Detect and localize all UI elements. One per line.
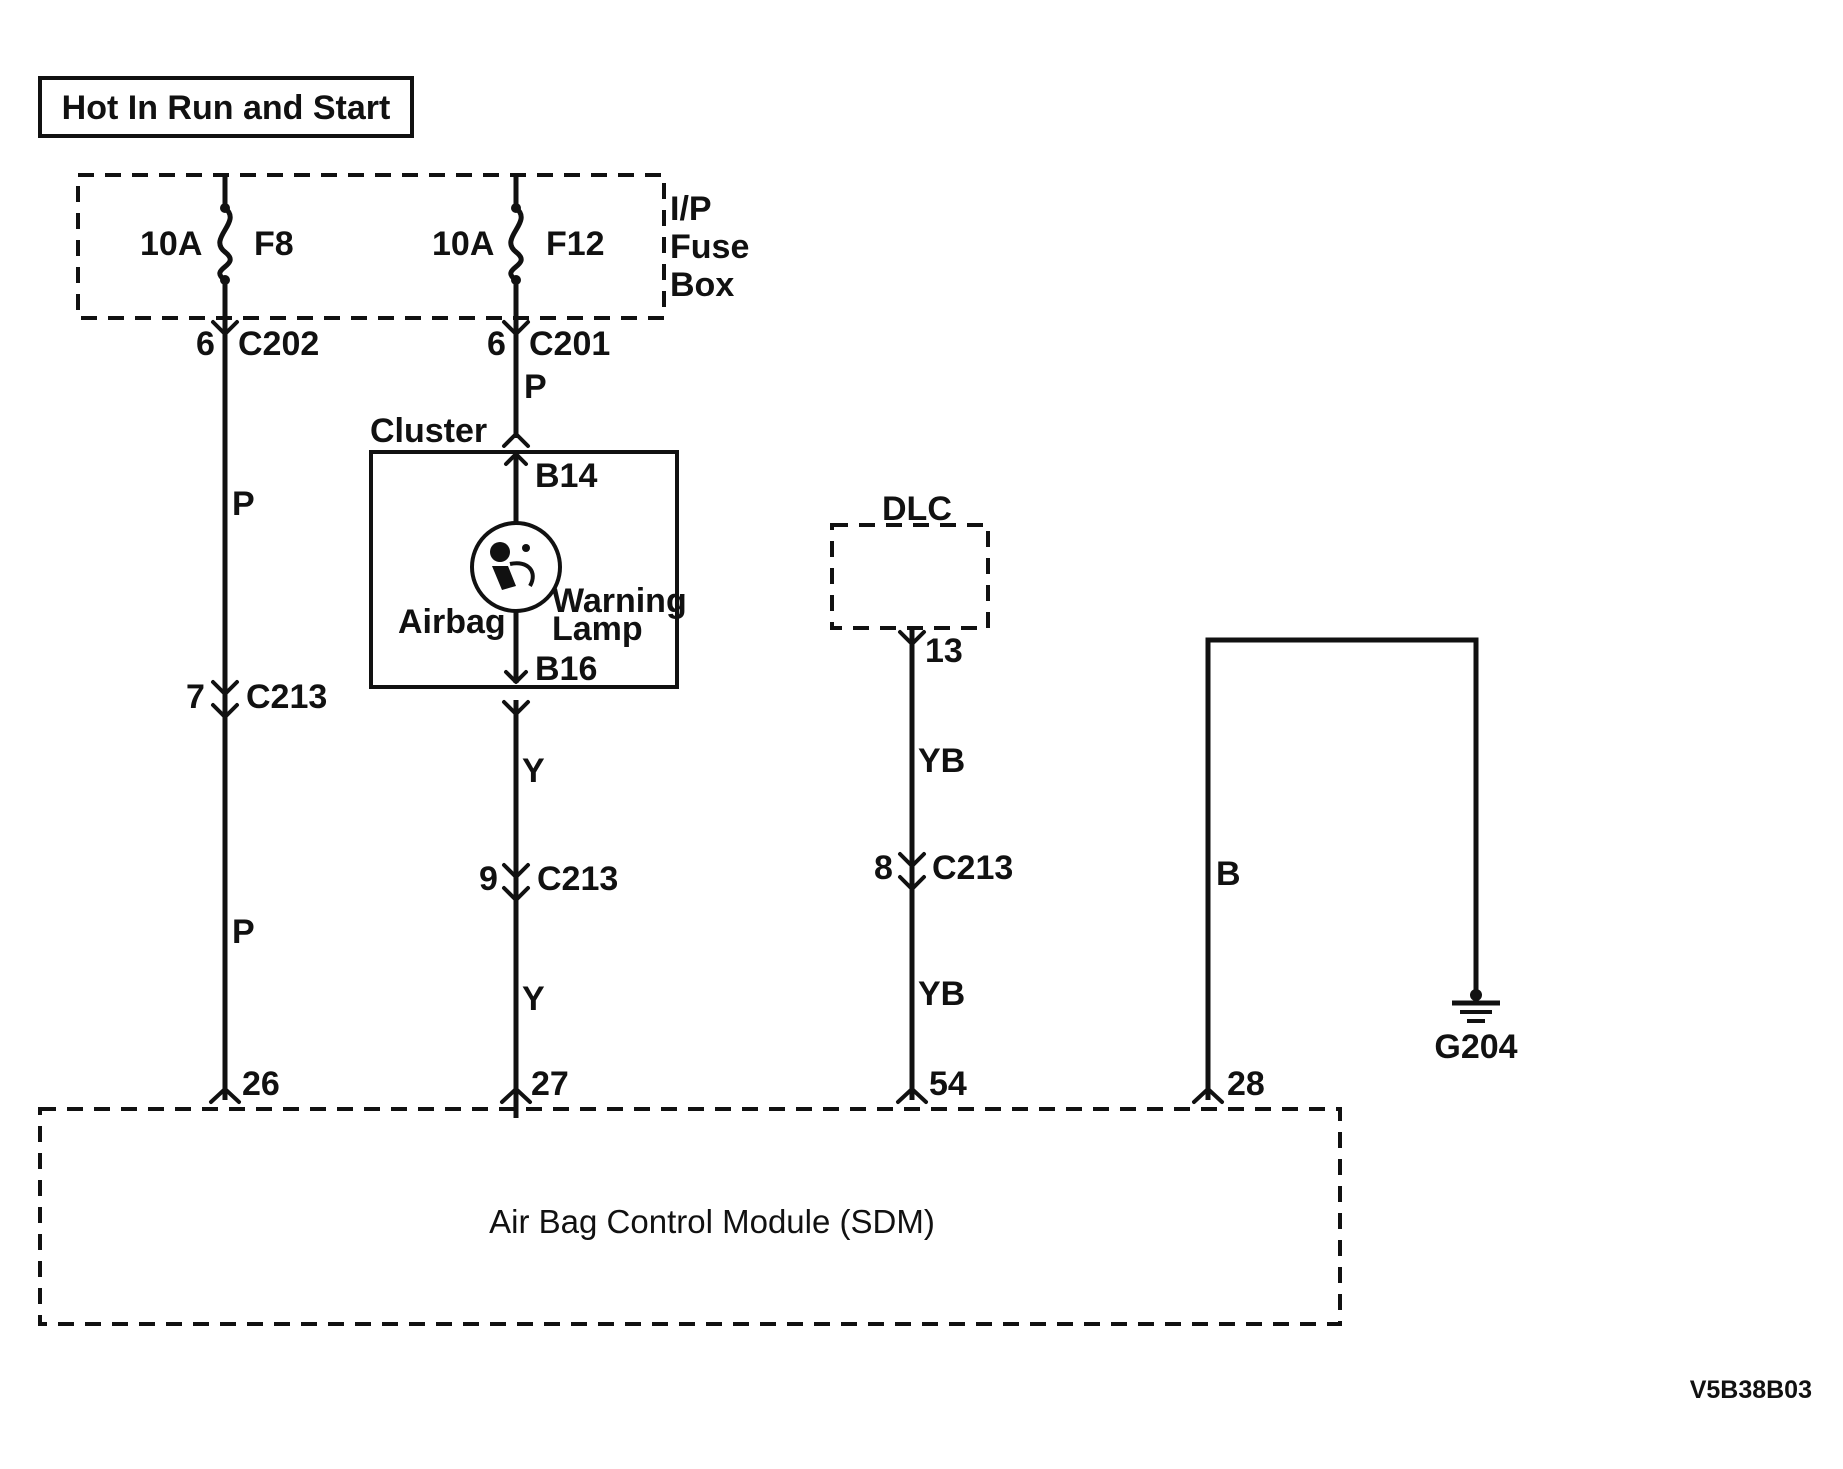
power-label-box [38,76,414,138]
connector-c213-p-symbol [211,680,239,719]
sdm-pin-27-symbol [500,1087,532,1104]
ground-symbol-icon [1452,989,1500,1023]
wire-color-p-upper: P [232,485,255,523]
fuse-box-outline [76,173,666,320]
wire-color-yb-lower: YB [918,975,965,1013]
fuse-f8-name: F8 [254,225,294,263]
fuse-box-label-line-3: Box [670,266,734,304]
fuse-f12-rating: 10A [432,225,494,263]
wire-color-p-lower: P [232,913,255,951]
lamp-label-airbag: Airbag [398,603,506,641]
wire-b-ground [1205,637,1479,1100]
sdm-pin-26: 26 [242,1065,280,1103]
sdm-pin-54: 54 [929,1065,967,1103]
cluster-output-connector [502,700,530,716]
connector-c213-yb-name: C213 [932,849,1013,887]
lamp-label-warning: Warning [552,582,687,620]
connector-c213-yb-pin: 8 [874,849,893,887]
fuse-box-label-line-2: Fuse [670,228,749,266]
sdm-pin-54-symbol [896,1087,928,1104]
cluster-pin-b16-connector [504,670,528,684]
connector-c201-symbol [502,320,530,336]
ground-label: G204 [1434,1028,1517,1066]
connector-c213-y-pin: 9 [479,860,498,898]
cluster-pin-b16: B16 [535,650,597,688]
connector-c213-p-pin: 7 [186,678,205,716]
fuse-box-label-line-1: I/P [670,190,712,228]
connector-c201-pin: 6 [487,325,506,363]
cluster-box [369,450,679,689]
connector-c213-y-symbol [502,863,530,902]
sdm-pin-26-symbol [209,1087,241,1104]
connector-c202-symbol [211,320,239,336]
lamp-label-lamp: Lamp [552,610,643,648]
fuse-f8 [217,175,233,318]
fuse-f8-rating: 10A [140,225,202,263]
sdm-pin-28-symbol [1192,1087,1224,1104]
sdm-pin-27: 27 [531,1065,569,1103]
cluster-title: Cluster [370,412,487,450]
wire-color-y-lower: Y [522,980,545,1018]
fuse-f12-name: F12 [546,225,605,263]
cluster-pin-b14: B14 [535,457,597,495]
connector-c202-name: C202 [238,325,319,363]
sdm-pin-28: 28 [1227,1065,1265,1103]
dlc-box [830,523,990,630]
airbag-symbol-icon [490,542,535,590]
connector-c201-name: C201 [529,325,610,363]
sdm-module-outline [38,1107,1342,1326]
dlc-title: DLC [882,490,952,528]
connector-c213-yb-symbol [898,852,926,891]
wire-color-yb-upper: YB [918,742,965,780]
connector-c213-y-name: C213 [537,860,618,898]
wire-color-y-upper: Y [522,752,545,790]
sdm-module-label: Air Bag Control Module (SDM) [489,1203,935,1240]
connector-c202-pin: 6 [196,325,215,363]
dlc-pin-13: 13 [925,632,963,670]
dlc-pin-13-symbol [898,630,926,646]
figure-id: V5B38B03 [1690,1376,1812,1404]
fuse-f12 [508,175,524,318]
connector-c213-p-name: C213 [246,678,327,716]
power-label: Hot In Run and Start [62,89,391,127]
wire-color-b: B [1216,855,1241,893]
airbag-warning-lamp [470,521,562,613]
wire-color-p-f12: P [524,368,547,406]
